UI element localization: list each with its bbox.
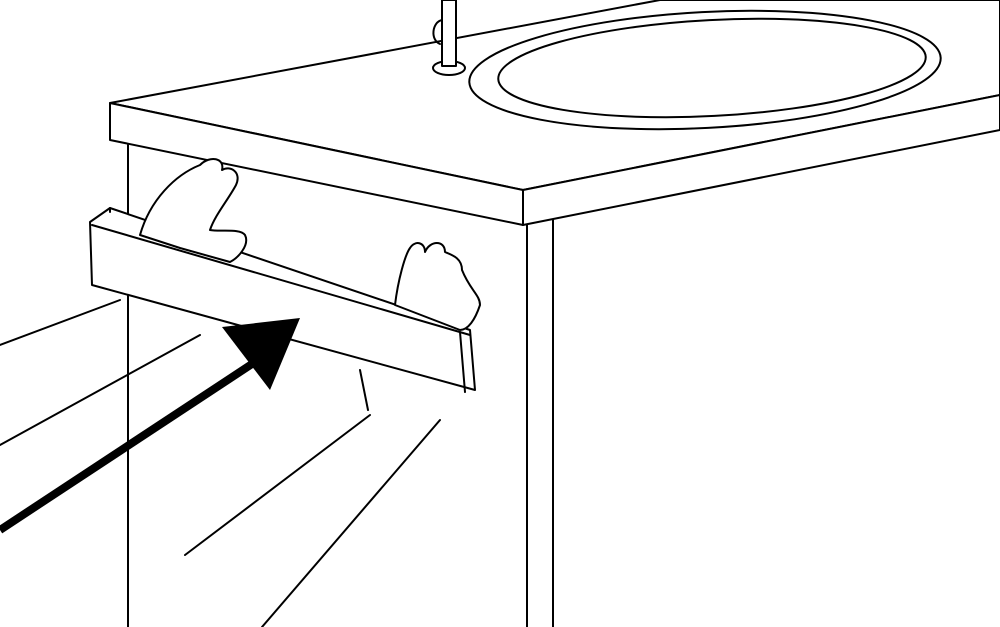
sink-basin <box>468 9 942 131</box>
direction-arrow <box>0 318 300 534</box>
left-hand <box>139 158 248 263</box>
right-hand <box>394 242 481 331</box>
arms <box>0 299 441 627</box>
arrow-head-icon <box>222 318 300 390</box>
faucet <box>432 0 466 76</box>
kick-panel <box>89 207 476 393</box>
